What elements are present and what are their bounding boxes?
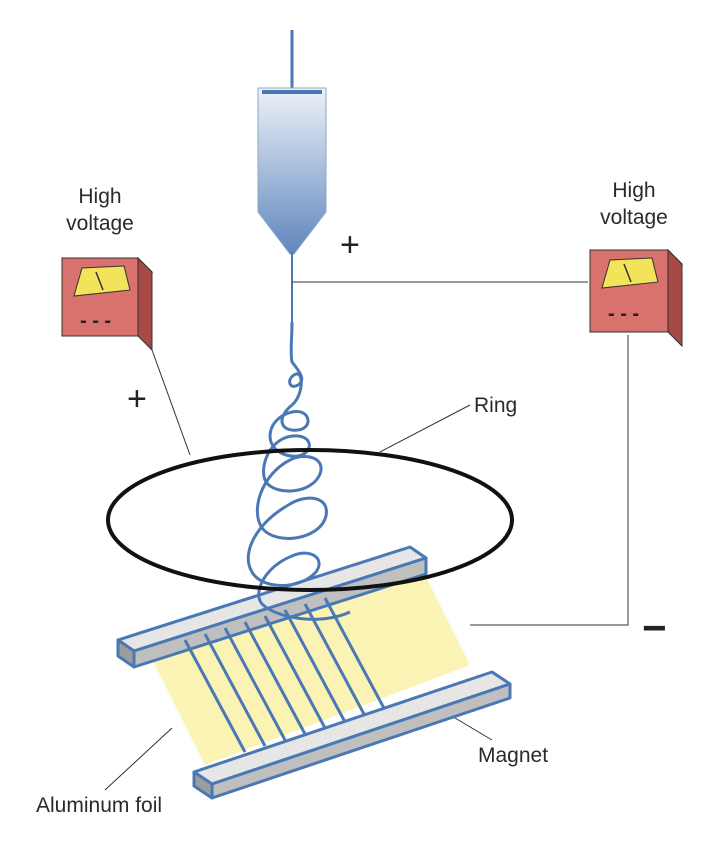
- meter-face-icon: [601, 257, 659, 289]
- meter-left-dashes: - - -: [80, 310, 111, 332]
- minus-sign-right: −: [642, 604, 667, 651]
- plus-sign-left: +: [127, 380, 147, 418]
- plus-sign-needle: +: [340, 226, 360, 264]
- hv-left-label-line2: voltage: [66, 212, 134, 235]
- syringe: [257, 87, 327, 255]
- meter-right-dashes: - - -: [608, 303, 639, 325]
- hv-right-label-line1: High: [612, 179, 655, 202]
- ring: [106, 448, 514, 592]
- magnet-bottom: [192, 670, 512, 800]
- ring-label: Ring: [474, 394, 517, 417]
- high-voltage-source-right: - - -: [588, 248, 684, 348]
- magnet-label: Magnet: [478, 744, 548, 767]
- meter-face-icon: [73, 265, 131, 297]
- hv-left-label-line1: High: [78, 185, 121, 208]
- aluminum-foil: [150, 565, 470, 765]
- aluminum-foil-label: Aluminum foil: [36, 794, 162, 817]
- hv-right-label-line2: voltage: [600, 206, 668, 229]
- fiber-jet: [246, 321, 351, 621]
- high-voltage-source-left: - - -: [60, 256, 154, 352]
- wires: [104, 281, 629, 791]
